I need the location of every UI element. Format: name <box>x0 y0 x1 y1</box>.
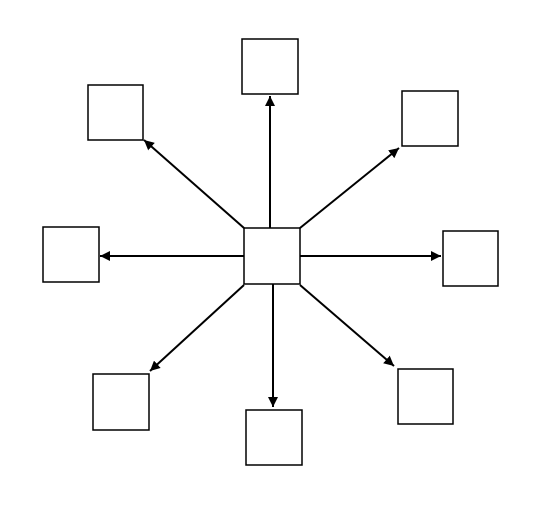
spoke-box-north-west <box>87 84 144 141</box>
hub-box <box>243 227 301 285</box>
edges-layer <box>100 96 441 407</box>
arrow-center-to-north-east <box>299 147 400 229</box>
arrow-line <box>299 147 400 229</box>
spoke-box-east <box>442 230 499 287</box>
arrow-center-to-north-west <box>143 139 245 229</box>
spoke-box-south-west <box>92 373 150 431</box>
box-shape <box>241 38 299 95</box>
spoke-box-north <box>241 38 299 95</box>
spoke-box-west <box>42 226 100 283</box>
spoke-box-north-east <box>401 90 459 147</box>
arrow-line <box>143 139 245 229</box>
box-shape <box>87 84 144 141</box>
box-shape <box>442 230 499 287</box>
nodes-layer <box>42 38 499 466</box>
arrow-line <box>299 284 395 367</box>
spoke-box-south <box>245 409 303 466</box>
box-shape <box>397 368 454 425</box>
arrow-center-to-south-west <box>149 284 245 372</box>
box-shape <box>243 227 301 285</box>
arrow-line <box>149 284 245 372</box>
spoke-box-south-east <box>397 368 454 425</box>
box-shape <box>92 373 150 431</box>
box-shape <box>401 90 459 147</box>
box-shape <box>245 409 303 466</box>
box-shape <box>42 226 100 283</box>
arrow-center-to-south-east <box>299 284 395 367</box>
